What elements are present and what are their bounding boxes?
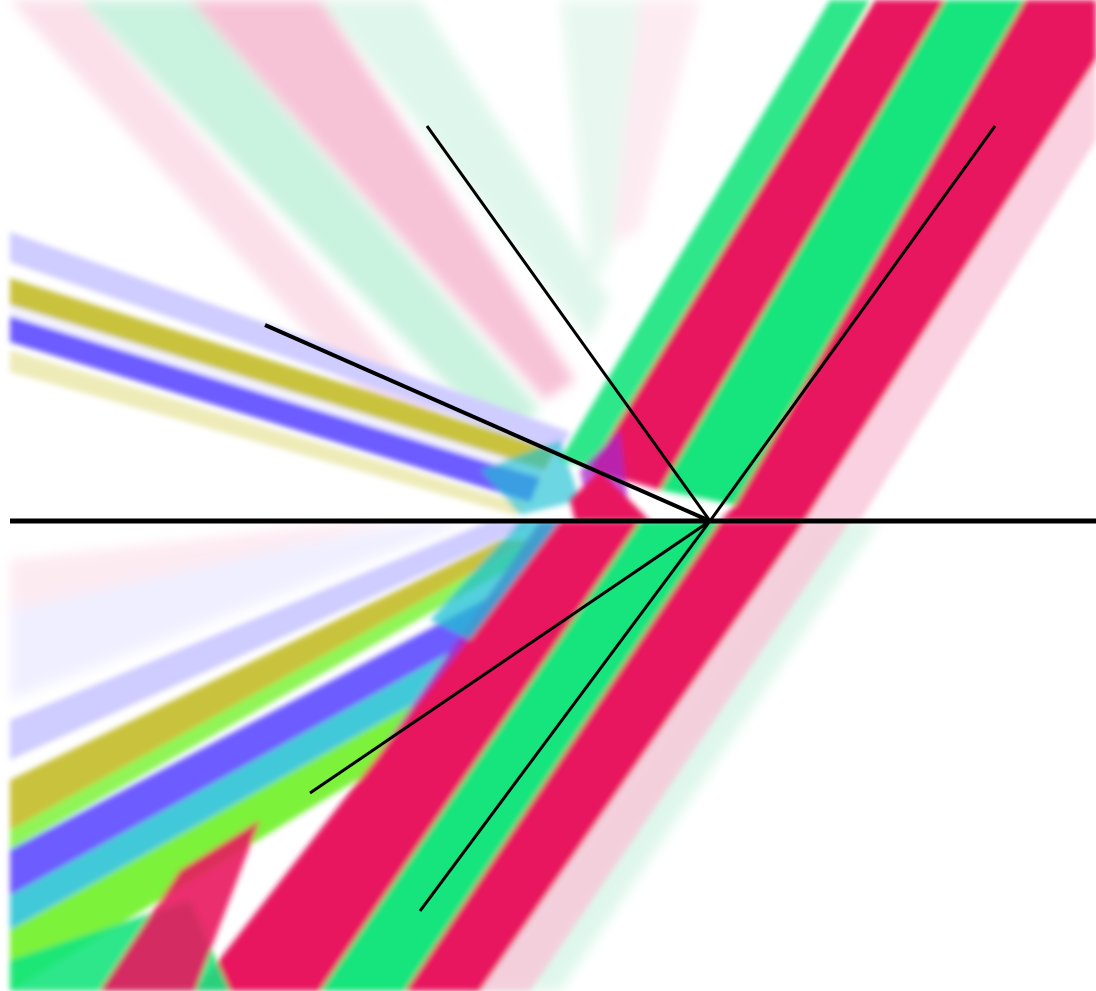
- incident-ray: [425, 125, 712, 522]
- magenta-band-far-left: [100, 820, 260, 991]
- faint-pink-band-3: [600, 0, 700, 250]
- green-band-lower-1: [320, 521, 720, 991]
- faint-pink-band-2: [10, 0, 470, 470]
- blue-band-lower: [10, 560, 580, 895]
- olive-band: [10, 278, 555, 470]
- magenta-kink: [570, 470, 650, 521]
- reflected-ray: [708, 125, 997, 522]
- pale-olive-band: [10, 350, 525, 515]
- blue-band: [10, 316, 540, 502]
- pink-fringe-upper: [805, 60, 1096, 521]
- cyan-blend: [480, 440, 580, 515]
- converted-transmitted-ray: [309, 519, 711, 795]
- magenta-band-upper-2: [720, 0, 1096, 521]
- green-band-upper-left: [560, 0, 870, 470]
- pink-fringe-lower: [480, 521, 850, 991]
- faint-lavender-halo-left: [10, 521, 470, 700]
- lower-transmitted-wave-bands: [10, 521, 880, 991]
- magenta-band-upper-1: [590, 0, 945, 490]
- lavender-band-lower: [10, 521, 540, 760]
- faint-green-band-1: [80, 0, 540, 440]
- upper-reflected-wave-bands: [10, 0, 1096, 521]
- converted-ray: [264, 323, 711, 523]
- faint-pink-halo-left: [10, 521, 400, 610]
- magenta-band-lower-2: [405, 521, 805, 991]
- faint-green-band-3: [560, 0, 640, 290]
- transmitted-ray: [418, 520, 712, 912]
- cyan-band-center: [430, 521, 560, 640]
- white-gap: [10, 305, 545, 478]
- magenta-band-lower-1: [195, 521, 640, 991]
- faint-pink-band-1: [190, 0, 575, 400]
- faint-green-band-2: [320, 0, 610, 340]
- green-band-upper-1: [660, 0, 1025, 505]
- lime-band-lower: [10, 540, 560, 850]
